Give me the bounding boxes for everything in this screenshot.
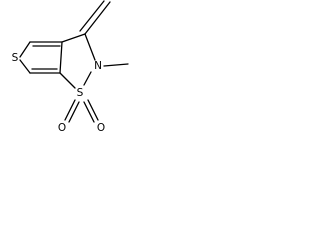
molecule-structure-diagram: S N S O O (12, 0, 129, 134)
methylene-group (79, 0, 111, 35)
bond-n-methyl (103, 63, 129, 67)
bond-s2-o2-inner (83, 101, 95, 123)
bond-s2-o2 (87, 99, 99, 121)
bond-c3a-c3 (61, 33, 86, 43)
bond-n-s2 (83, 71, 92, 86)
thiophene-sulfur-label: S (12, 52, 19, 64)
sulfonyl-sulfur-label: S (77, 87, 84, 99)
bond-c7a-s2 (59, 72, 76, 89)
bond-c3-n (84, 33, 96, 61)
bond-s2-o1-inner (68, 101, 80, 123)
sulfonyl-oxygen-right-label: O (97, 122, 105, 134)
thiophene-ring (19, 41, 63, 74)
sulfonyl-oxygen-left-label: O (58, 122, 66, 134)
bond-c6-s1 (19, 59, 31, 74)
sulfonyl-oxygen-bonds (64, 99, 99, 123)
bond-c3a-c7a (59, 41, 63, 74)
bond-s2-o1 (64, 99, 76, 121)
bond-s1-c2 (19, 41, 31, 58)
bond-c3-ch2-inner (79, 0, 105, 32)
isothiazole-ring (59, 33, 96, 89)
bond-c3-ch2 (84, 1, 111, 35)
nitrogen-label: N (94, 60, 102, 72)
